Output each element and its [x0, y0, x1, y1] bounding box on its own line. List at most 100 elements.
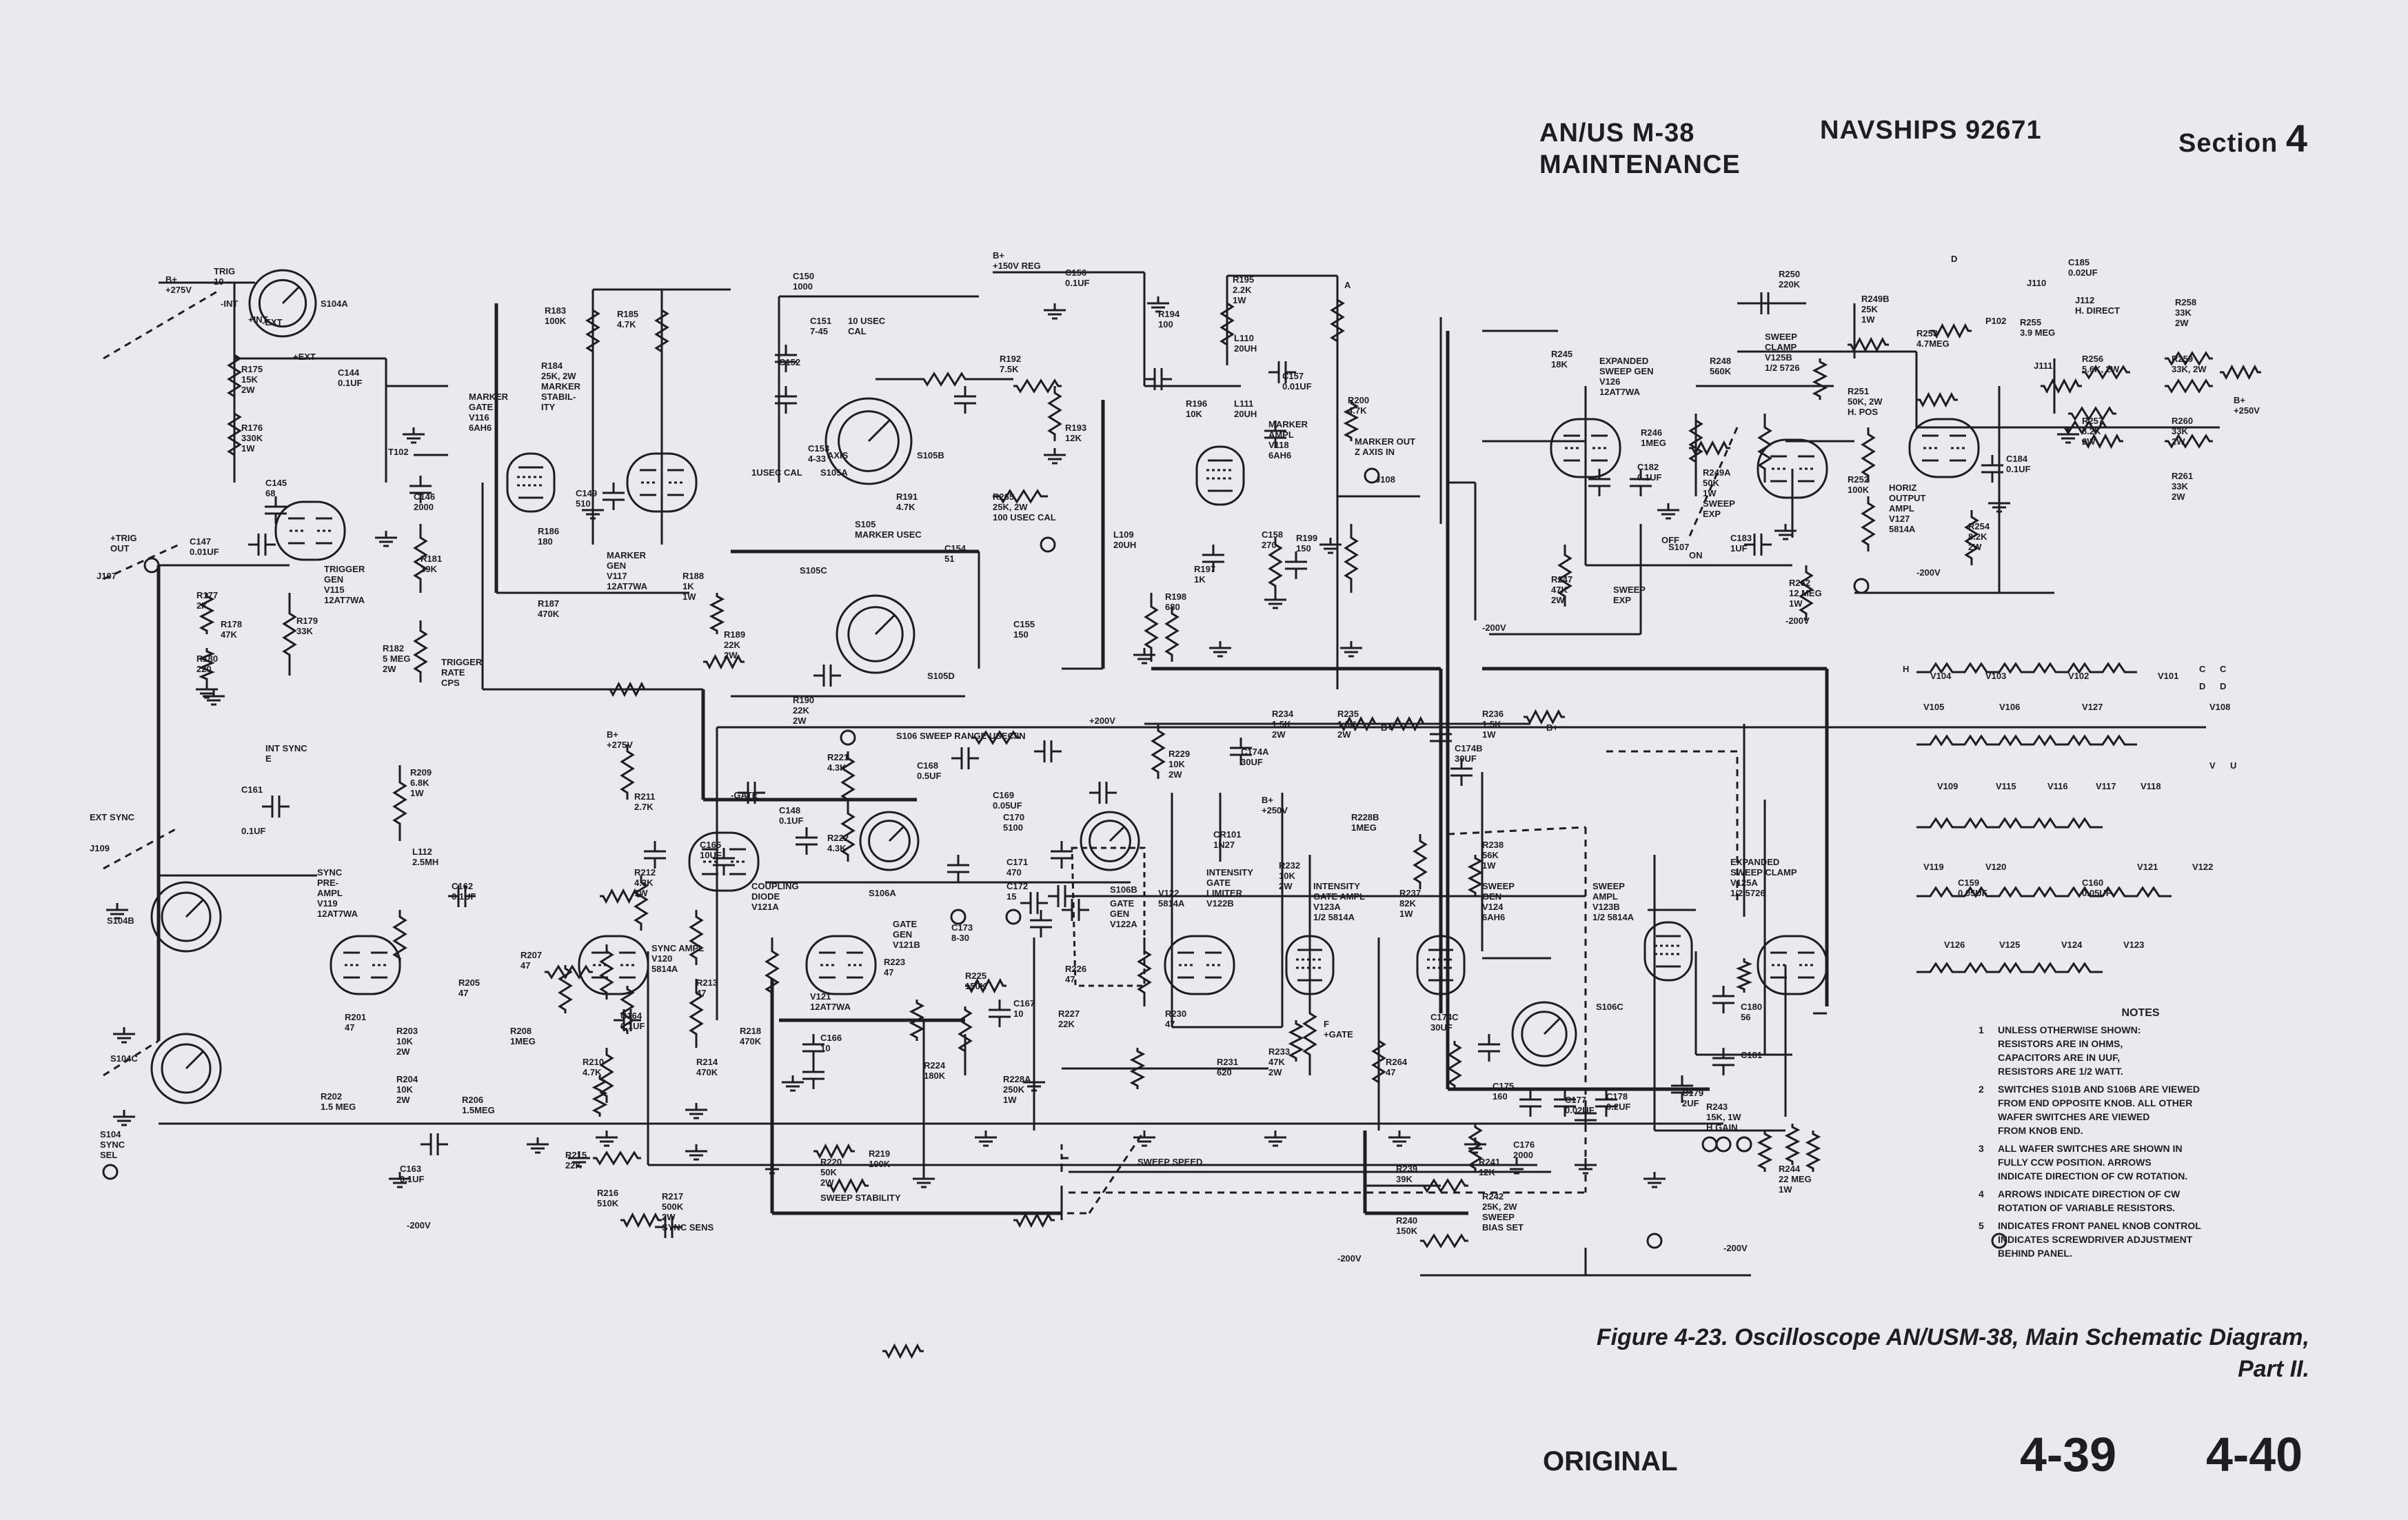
- resistor: [413, 620, 428, 682]
- label-line: 1W: [241, 443, 255, 454]
- resistor: [1288, 1020, 1304, 1062]
- label-line: 10: [820, 1043, 830, 1053]
- capacitor: [409, 476, 432, 503]
- label-line: 1USEC CAL: [751, 467, 802, 478]
- label-line: 68: [265, 488, 275, 498]
- label-line: 180: [538, 536, 553, 547]
- label-line: 1MEG: [510, 1036, 536, 1046]
- label-line: V123A: [1313, 902, 1341, 912]
- pentode-tube: [1416, 935, 1466, 995]
- label-line: GATE: [893, 919, 917, 929]
- label-line: 82K: [1399, 898, 1416, 909]
- label-line: 5814A: [651, 964, 678, 974]
- label-line: C161: [241, 784, 263, 795]
- tube-elements: [640, 469, 684, 496]
- wafer-switch: [824, 397, 913, 485]
- resistor: [593, 1151, 641, 1166]
- tube-elements: [1564, 434, 1608, 462]
- label-line: R251: [1848, 386, 1869, 396]
- ground-symbol: [113, 1110, 135, 1126]
- page-number-right: 4-40: [2206, 1428, 2303, 1481]
- label-line: 4-33: [808, 454, 826, 464]
- label-line: 2W: [1337, 729, 1351, 740]
- ground-symbol: [1388, 1131, 1410, 1147]
- component-label: S106C: [1596, 1002, 1623, 1012]
- label-line: 0.1UF: [620, 1021, 645, 1031]
- label-line: SYNC AMPL: [651, 943, 704, 953]
- label-line: -200V: [1916, 567, 1941, 578]
- component-label: S105D: [927, 671, 955, 681]
- label-line: R180: [196, 653, 218, 664]
- label-line: R259: [2172, 354, 2193, 364]
- label-line: C165: [700, 840, 721, 850]
- label-line: J110: [2027, 278, 2046, 288]
- label-line: 2UF: [1682, 1098, 1699, 1108]
- label-line: B+: [2234, 395, 2245, 405]
- resistor: [1268, 538, 1283, 593]
- label-line: U: [2230, 760, 2236, 771]
- component-label: V123: [2123, 940, 2144, 950]
- wafer-switch: [859, 811, 920, 871]
- resistor: [600, 888, 641, 904]
- resistor: [620, 1212, 662, 1228]
- pentode-tube: [1195, 445, 1245, 506]
- note-line: ALL WAFER SWITCHES ARE SHOWN IN: [1998, 1143, 2183, 1154]
- label-line: R228A: [1003, 1074, 1031, 1084]
- label-line: R257: [2082, 416, 2103, 426]
- label-line: L109: [1113, 529, 1134, 540]
- label-line: 1W: [1789, 598, 1803, 609]
- label-line: V118: [1268, 440, 1289, 450]
- resistor: [1861, 496, 1876, 551]
- label-line: V103: [1985, 671, 2006, 681]
- label-line: R181: [421, 554, 442, 564]
- label-line: 5.6K, 2W: [2082, 364, 2120, 374]
- label-line: R250: [1779, 269, 1800, 279]
- label-line: MARKER: [607, 550, 647, 560]
- label-line: V115: [1996, 781, 2016, 791]
- label-line: C174C: [1430, 1012, 1459, 1022]
- switch-wafer: [1521, 1011, 1568, 1057]
- component-label: +INT: [248, 314, 268, 325]
- label-line: C183: [1730, 533, 1752, 543]
- label-line: V116: [469, 412, 489, 423]
- label-line: 0.1UF: [452, 891, 476, 902]
- label-line: V: [2209, 760, 2216, 771]
- component-label: V120: [1985, 862, 2006, 872]
- connector-jack: [840, 729, 856, 746]
- label-line: 4.7K: [1348, 405, 1367, 416]
- resistor: [1916, 392, 1958, 408]
- label-line: 10K: [396, 1084, 413, 1095]
- capacitor: [802, 1034, 824, 1062]
- label-line: R265: [993, 492, 1014, 502]
- label-line: 12AT7WA: [324, 595, 365, 605]
- resistor: [1467, 855, 1484, 896]
- label-line: C163: [400, 1164, 421, 1174]
- resistor: [965, 977, 1006, 994]
- label-line: 47: [1165, 1019, 1175, 1029]
- label-line: 1W: [1003, 1095, 1017, 1105]
- resistor: [1420, 1178, 1468, 1193]
- label-line: SWEEP: [1613, 585, 1646, 595]
- label-line: 12AT7WA: [607, 581, 648, 591]
- switch-rotor: [1543, 1017, 1561, 1035]
- label-line: 22 MEG: [1779, 1174, 1812, 1184]
- label-line: 10K: [396, 1036, 413, 1046]
- component-label: V117: [2096, 781, 2116, 791]
- label-line: 5814A: [1158, 898, 1185, 909]
- label-line: STABIL-: [541, 392, 576, 402]
- ground-symbol: [1464, 1137, 1486, 1154]
- tube-elements: [518, 466, 543, 499]
- switch-wafer: [847, 606, 904, 662]
- capacitor: [1554, 1089, 1576, 1117]
- label-line: 10 USEC: [848, 316, 886, 326]
- label-line: 4.7MEG: [1916, 338, 1950, 349]
